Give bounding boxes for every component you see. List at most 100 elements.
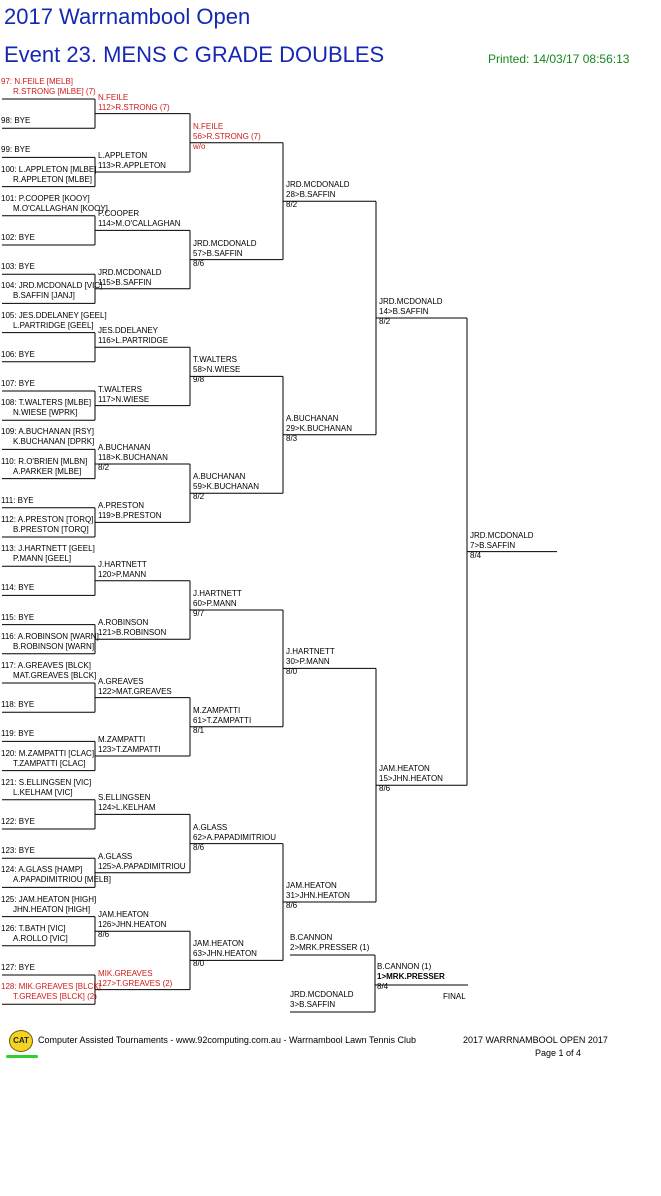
r1-entry-108-line-1: 108: T.WALTERS [MLBE] [1, 398, 92, 408]
round3-match-1-line-2: 56>R.STRONG (7) [193, 131, 261, 141]
r1-entry-116-line-2: B.ROBINSON [WARN] [13, 641, 95, 651]
round2-match-3-line-2: 114>M.O'CALLAGHAN [98, 219, 181, 229]
round5-match-1-line-1: JRD.MCDONALD [379, 297, 443, 306]
r1-entry-122-line-1: 122: BYE [1, 817, 35, 826]
r1-entry-122: 122: BYE [1, 817, 35, 827]
round4-match-2-line-3: 8/3 [286, 433, 298, 443]
round4-match-3-line-2: 30>P.MANN [286, 657, 330, 667]
final-winner-entry-line-2: 1>MRK.PRESSER [377, 972, 445, 981]
round2-match-15-line-3: 8/6 [98, 930, 110, 940]
r1-entry-121: 121: S.ELLINGSEN [VIC]L.KELHAM [VIC] [1, 778, 91, 798]
round3-match-5-line-2: 60>P.MANN [193, 599, 237, 608]
r1-entry-118-line-1: 118: BYE [1, 700, 35, 710]
round3-match-6-line-2: 61>T.ZAMPATTI [193, 715, 252, 725]
round2-match-7-line-2: 118>K.BUCHANAN [98, 453, 168, 462]
final-label: FINAL [443, 992, 466, 1001]
round2-match-8-line-2: 119>B.PRESTON [98, 511, 162, 521]
round2-match-15-line-2: 126>JHN.HEATON [98, 920, 167, 930]
round2-match-7-line-3: 8/2 [98, 463, 110, 472]
round3-match-2-line-2: 57>B.SAFFIN [193, 248, 243, 258]
round4-match-3-line-1: J.HARTNETT [286, 647, 335, 657]
round3-match-4-line-1: A.BUCHANAN [193, 472, 246, 482]
round2-match-11-line-2: 122>MAT.GREAVES [98, 686, 172, 696]
r1-entry-115-line-1: 115: BYE [1, 612, 35, 622]
round2-match-14-line-2: 125>A.PAPADIMITRIOU [98, 861, 186, 871]
final-top-entry-line-2: 2>MRK.PRESSER (1) [290, 943, 370, 952]
round2-match-13-line-2: 124>L.KELHAM [98, 803, 156, 813]
round2-match-7-line-1: A.BUCHANAN [98, 443, 151, 452]
r1-entry-108: 108: T.WALTERS [MLBE]N.WIESE [WPRK] [1, 398, 91, 418]
round3-match-7-line-2: 62>A.PAPADIMITRIOU [193, 832, 277, 842]
round5-match-2-line-1: JAM.HEATON [379, 764, 430, 774]
r1-entry-120: 120: M.ZAMPATTI [CLAC]T.ZAMPATTI [CLAC] [1, 749, 94, 769]
round3-match-2-line-3: 8/6 [193, 258, 205, 268]
round2-match-5-line-1: JES.DDELANEY [98, 326, 159, 336]
round2-match-6-line-1: T.WALTERS [98, 384, 143, 394]
round2-match-10-line-2: 121>B.ROBINSON [98, 628, 167, 638]
round2-match-5-line-2: 116>L.PARTRIDGE [98, 336, 169, 346]
r1-entry-115: 115: BYE [1, 613, 34, 623]
r1-entry-105: 105: JES.DDELANEY [GEEL]L.PARTRIDGE [GEE… [1, 311, 107, 331]
r1-entry-113-line-2: P.MANN [GEEL] [13, 554, 72, 564]
r1-entry-126-line-1: 126: T.BATH [VIC] [1, 923, 66, 933]
round2-match-4-line-1: JRD.MCDONALD [98, 267, 162, 277]
r1-entry-117-line-2: MAT.GREAVES [BLCK] [13, 671, 97, 680]
r1-entry-119: 119: BYE [1, 729, 34, 739]
round3-match-1-line-3: w/o [193, 141, 206, 151]
r1-entry-121-line-1: 121: S.ELLINGSEN [VIC] [1, 777, 92, 787]
round2-match-16-line-2: 127>T.GREAVES (2) [98, 978, 173, 988]
r1-entry-106-line-1: 106: BYE [1, 349, 35, 359]
r1-entry-104-line-1: 104: JRD.MCDONALD [VIC] [1, 281, 103, 291]
round2-match-12-line-1: M.ZAMPATTI [98, 735, 146, 744]
round2-match-15-line-1: JAM.HEATON [98, 910, 149, 920]
r1-entry-116: 116: A.ROBINSON [WARN]B.ROBINSON [WARN] [1, 632, 99, 652]
r1-entry-104-line-2: B.SAFFIN [JANJ] [13, 291, 75, 301]
r1-entry-120-line-2: T.ZAMPATTI [CLAC] [13, 758, 86, 768]
round5-match-1-line-2: 14>B.SAFFIN [379, 307, 429, 316]
r1-entry-126: 126: T.BATH [VIC]A.ROLLO [VIC] [1, 924, 68, 944]
r1-entry-126-line-2: A.ROLLO [VIC] [13, 933, 68, 943]
r1-entry-125-line-2: JHN.HEATON [HIGH] [13, 904, 91, 914]
r1-entry-97-line-1: 97: N.FEILE [MELB] [1, 77, 74, 86]
round2-match-12-line-2: 123>T.ZAMPATTI [98, 745, 161, 754]
r1-entry-101-line-1: 101: P.COOPER [KOOY] [1, 193, 90, 203]
r1-entry-100-line-2: R.APPLETON [MLBE] [13, 174, 92, 184]
r1-entry-100: 100: L.APPLETON [MLBE]R.APPLETON [MLBE] [1, 165, 96, 185]
r1-entry-100-line-1: 100: L.APPLETON [MLBE] [1, 164, 97, 174]
round2-match-1-line-1: N.FEILE [98, 92, 129, 102]
r1-entry-116-line-1: 116: A.ROBINSON [WARN] [1, 631, 99, 641]
round2-match-2-line-1: L.APPLETON [98, 151, 148, 160]
r1-entry-103: 103: BYE [1, 262, 35, 272]
round3-match-8-line-3: 8/0 [193, 959, 205, 969]
r1-entry-99: 99: BYE [1, 145, 30, 155]
r1-entry-128-line-2: T.GREAVES [BLCK] (2) [13, 992, 97, 1002]
final-winner-entry-line-1: B.CANNON (1) [377, 962, 432, 971]
round2-match-13-line-1: S.ELLINGSEN [98, 793, 151, 803]
round4-match-1-line-1: JRD.MCDONALD [286, 180, 350, 190]
r1-entry-114: 114: BYE [1, 583, 34, 593]
round3-match-6-line-3: 8/1 [193, 725, 205, 735]
event-title: Event 23. MENS C GRADE DOUBLES [4, 42, 385, 67]
r1-entry-127: 127: BYE [1, 963, 35, 973]
round3-match-2-line-1: JRD.MCDONALD [193, 238, 257, 248]
logo-underline [6, 1055, 38, 1058]
